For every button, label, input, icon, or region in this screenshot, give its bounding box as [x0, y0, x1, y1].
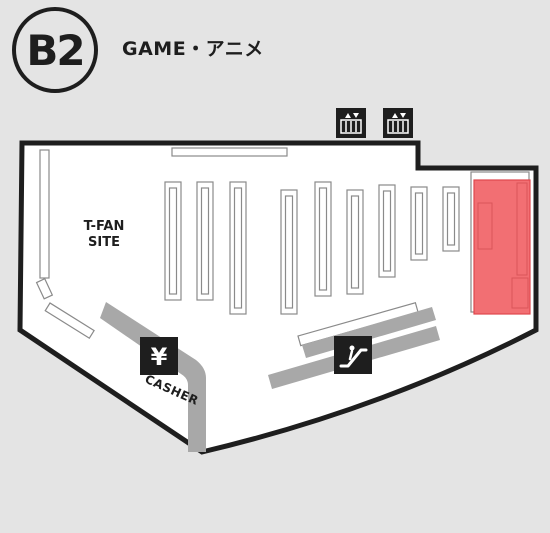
floor-badge-label: B2	[26, 25, 85, 75]
floor-title: GAME・アニメ	[122, 38, 264, 60]
shelf-unit	[229, 181, 247, 315]
shelf-unit	[314, 181, 332, 297]
shelf-unit	[346, 189, 364, 295]
yen-icon: ¥	[140, 337, 178, 375]
t-fan-site-label-line1: T-FAN	[84, 219, 125, 234]
wall-shelf-inner	[511, 277, 529, 309]
wall-shelf-inner	[516, 182, 528, 276]
shelf	[39, 149, 50, 279]
shelf-unit	[280, 189, 298, 315]
shelf-unit	[196, 181, 214, 301]
shelf-unit	[410, 186, 428, 261]
shelf-unit	[164, 181, 182, 301]
floor-badge: B2	[12, 7, 98, 93]
elevator-icon[interactable]	[383, 108, 413, 138]
shelf	[171, 147, 288, 157]
escalator-icon[interactable]	[334, 336, 372, 374]
shelf-unit	[378, 184, 396, 278]
wall-shelf-inner	[477, 202, 493, 250]
elevator-icon[interactable]	[336, 108, 366, 138]
highlighted-area[interactable]	[473, 179, 531, 315]
t-fan-site-label-line2: SITE	[88, 235, 120, 250]
cashier-counter	[100, 302, 206, 452]
shelf	[35, 277, 54, 300]
shelf	[44, 302, 95, 340]
yen-symbol: ¥	[151, 343, 168, 371]
shelf-unit	[442, 186, 460, 252]
